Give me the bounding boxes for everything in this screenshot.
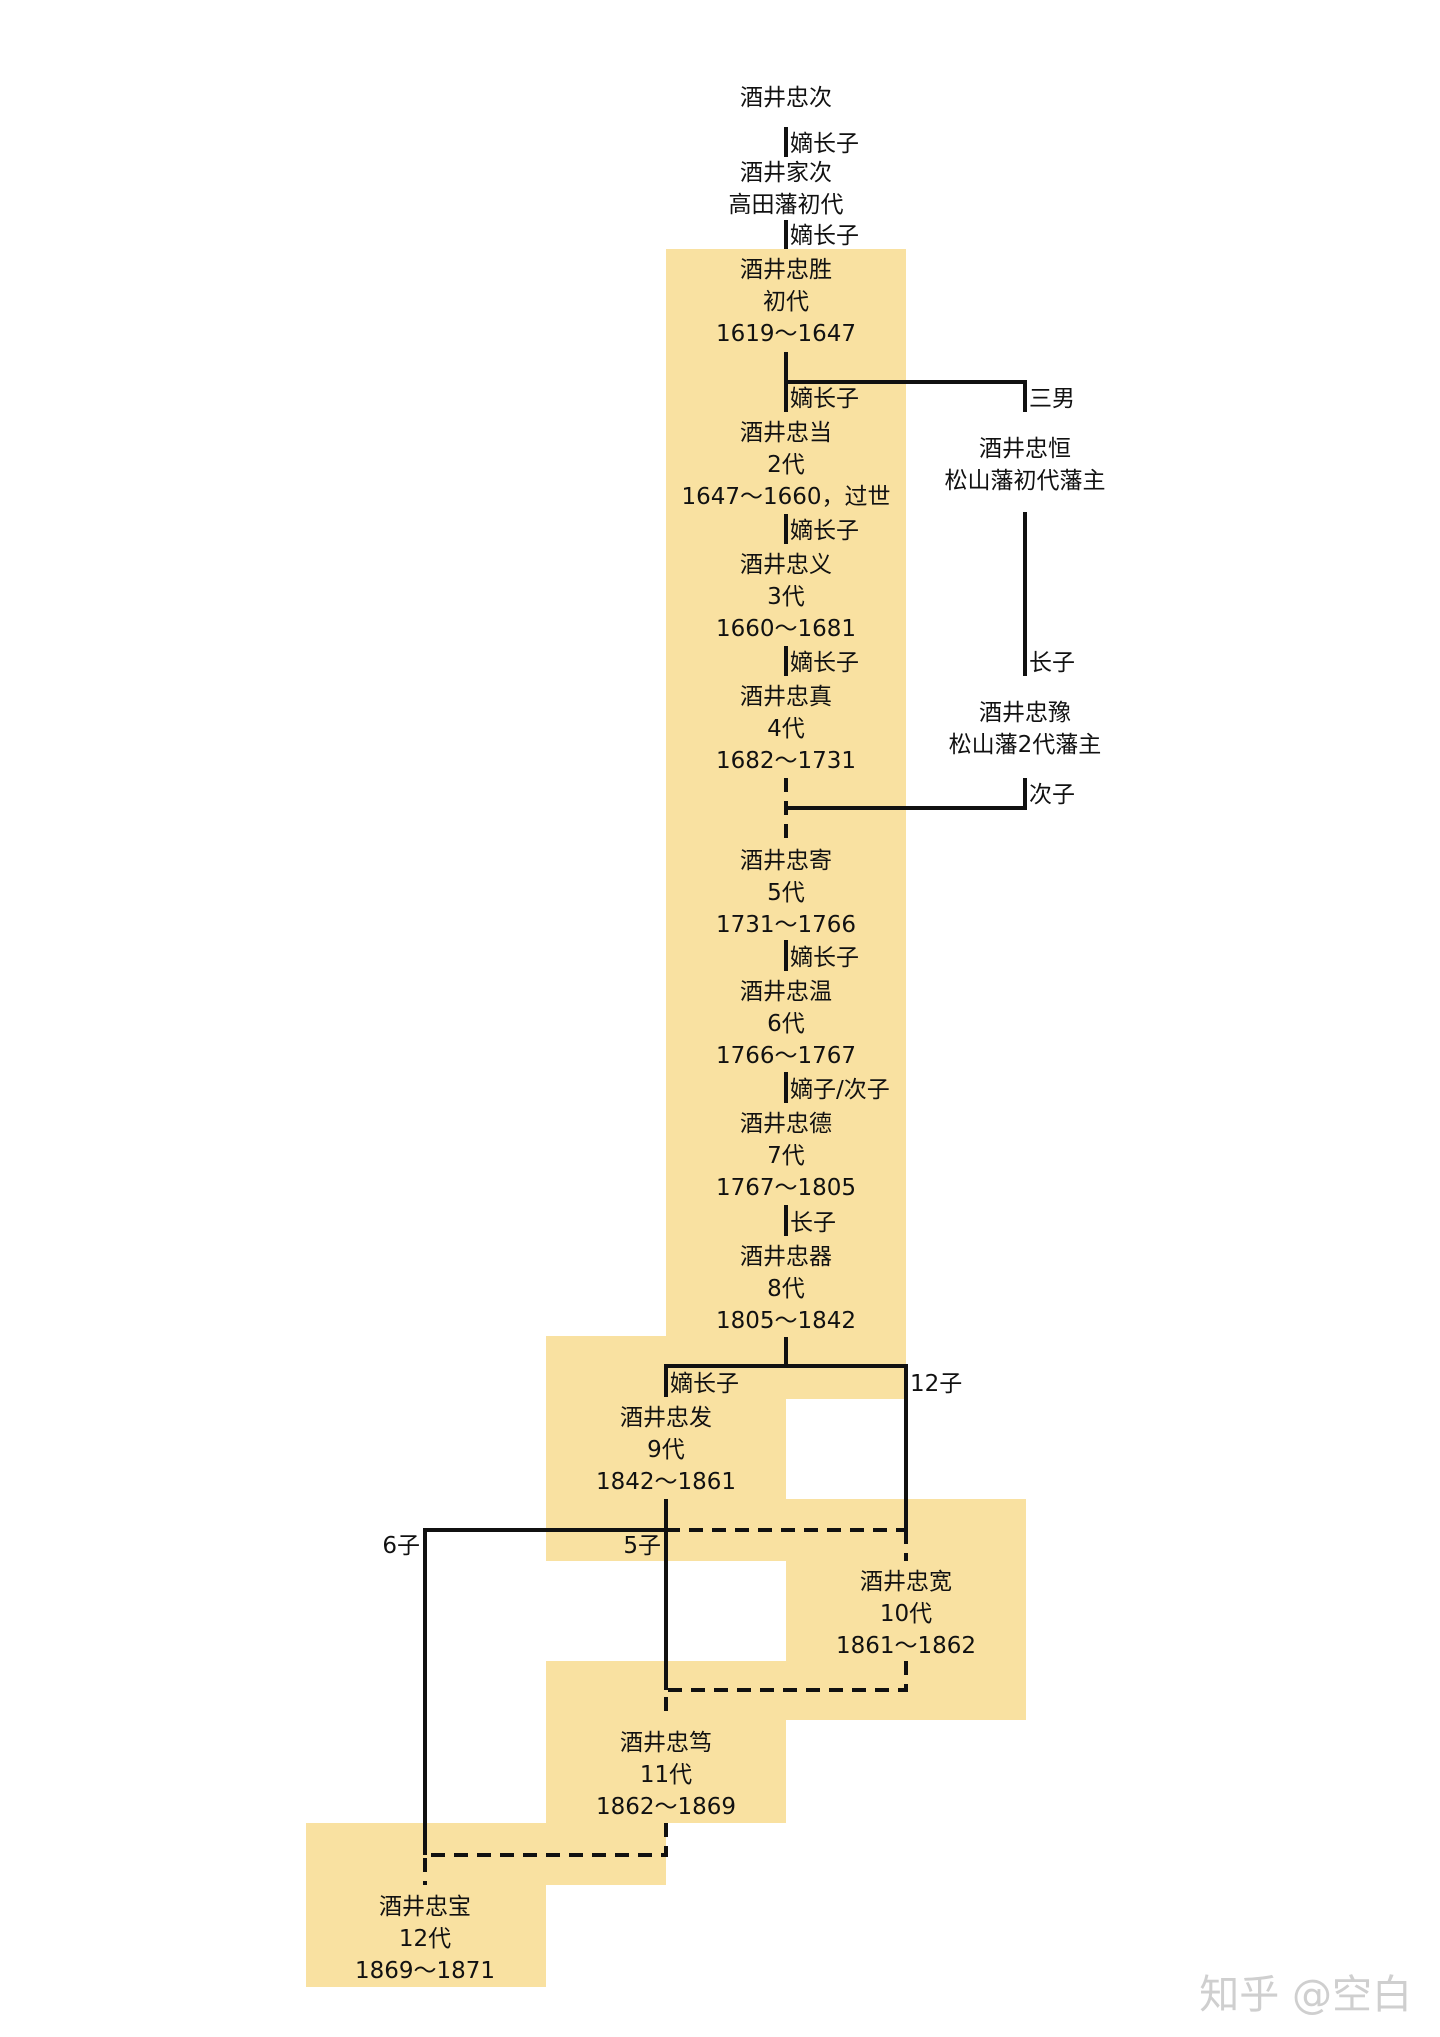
node-tadamasa-name: 酒井忠当 xyxy=(740,420,832,446)
highlight-main-column xyxy=(666,249,906,1336)
relation-label-r7: 嫡子/次子 xyxy=(790,1077,890,1103)
relation-label-twelfth-son: 12子 xyxy=(910,1371,962,1397)
node-tadazane-gen: 4代 xyxy=(767,716,805,742)
relation-label-sixth-son: 6子 xyxy=(382,1533,420,1559)
relation-label-r3: 嫡长子 xyxy=(790,386,859,412)
node-tadayoshi-name: 酒井忠义 xyxy=(740,552,832,578)
node-tadaatsu-gen: 6代 xyxy=(767,1011,805,1037)
node-ietsugu-name: 酒井家次 xyxy=(740,160,832,186)
relation-label-r5: 嫡长子 xyxy=(790,650,859,676)
node-tadazumi-name: 酒井忠笃 xyxy=(620,1730,712,1756)
node-tadayori-gen: 5代 xyxy=(767,880,805,906)
node-tadaaki-gen: 9代 xyxy=(647,1437,685,1463)
node-tadamichi-years: 1869～1871 xyxy=(355,1958,495,1984)
node-tadatsune-name: 酒井忠恒 xyxy=(979,436,1071,462)
relation-label-r9: 嫡长子 xyxy=(670,1371,739,1397)
connector-lines xyxy=(423,127,1027,1885)
highlight-block-9b xyxy=(546,1399,786,1499)
relation-label-third-son: 三男 xyxy=(1029,386,1075,412)
node-tadayori-name: 酒井忠寄 xyxy=(740,848,832,874)
node-tadakatsu-years: 1619～1647 xyxy=(716,321,856,347)
node-tadahiro-years: 1861～1862 xyxy=(836,1633,976,1659)
node-tadayasu-sub: 松山藩2代藩主 xyxy=(949,732,1102,758)
node-tadazumi-gen: 11代 xyxy=(640,1762,692,1788)
relation-label-r2: 嫡长子 xyxy=(790,223,859,249)
node-tadayori-years: 1731～1766 xyxy=(716,912,856,938)
node-tadayoshi-years: 1660～1681 xyxy=(716,616,856,642)
line-tadakata-branch xyxy=(664,1364,908,1530)
node-tadaari-years: 1767～1805 xyxy=(716,1175,856,1201)
relation-labels: 嫡长子 嫡长子 嫡长子 嫡长子 嫡长子 嫡长子 嫡子/次子 长子 嫡长子 三男 … xyxy=(670,131,1075,1397)
highlight-block-10a xyxy=(786,1561,1026,1661)
node-tadakata-name: 酒井忠器 xyxy=(740,1244,832,1270)
node-tadakatsu-gen: 初代 xyxy=(763,289,809,315)
node-tadaari-name: 酒井忠德 xyxy=(740,1111,832,1137)
node-tadaaki-name: 酒井忠发 xyxy=(620,1405,712,1431)
watermark-text: 知乎 @空白 xyxy=(1199,1972,1412,2018)
line-tadazumi-tadamichi-dashed xyxy=(423,1823,668,1885)
node-tadakata-gen: 8代 xyxy=(767,1276,805,1302)
highlight-block-11 xyxy=(546,1720,786,1823)
node-tadatsugu-name: 酒井忠次 xyxy=(740,85,832,111)
node-tadamasa-gen: 2代 xyxy=(767,452,805,478)
relation-label-r1: 嫡长子 xyxy=(790,131,859,157)
node-tadakata-years: 1805～1842 xyxy=(716,1308,856,1334)
node-tadazumi-years: 1862～1869 xyxy=(596,1794,736,1820)
relation-label-r8: 长子 xyxy=(790,1210,836,1236)
node-tadamasa-years: 1647～1660，过世 xyxy=(681,484,890,510)
relation-label-r6: 嫡长子 xyxy=(790,945,859,971)
relation-label-eldest: 长子 xyxy=(1029,650,1075,676)
node-tadamichi-name: 酒井忠宝 xyxy=(379,1894,471,1920)
node-tadaari-gen: 7代 xyxy=(767,1143,805,1169)
node-tadaatsu-name: 酒井忠温 xyxy=(740,979,832,1005)
node-tadahiro-gen: 10代 xyxy=(880,1601,932,1627)
line-tadaaki-tadamichi xyxy=(423,1528,666,1855)
relation-label-second-son: 次子 xyxy=(1029,782,1075,808)
node-tadatsune-sub: 松山藩初代藩主 xyxy=(945,468,1106,494)
node-tadazane-name: 酒井忠真 xyxy=(740,684,832,710)
node-tadayoshi-gen: 3代 xyxy=(767,584,805,610)
relation-labels-left: 5子 6子 xyxy=(382,1533,661,1559)
highlight-block-12b xyxy=(306,1885,546,1987)
line-tadayasu-tadayori xyxy=(786,778,1027,810)
person-nodes: 酒井忠次 酒井家次 高田藩初代 酒井忠胜 初代 1619～1647 酒井忠当 2… xyxy=(355,85,1106,1984)
node-tadahiro-name: 酒井忠宽 xyxy=(860,1569,952,1595)
relation-label-r4: 嫡长子 xyxy=(790,518,859,544)
node-tadaaki-years: 1842～1861 xyxy=(596,1469,736,1495)
line-tadakatsu-tadatsune xyxy=(786,380,1027,412)
node-ietsugu-sub: 高田藩初代 xyxy=(729,192,844,218)
node-tadayasu-name: 酒井忠豫 xyxy=(979,700,1071,726)
node-tadazane-years: 1682～1731 xyxy=(716,748,856,774)
node-tadaatsu-years: 1766～1767 xyxy=(716,1043,856,1069)
line-tadahiro-tadazumi-dashed xyxy=(664,1661,908,1720)
node-tadakatsu-name: 酒井忠胜 xyxy=(740,257,832,283)
highlight-region xyxy=(306,249,1026,1987)
relation-label-fifth-son: 5子 xyxy=(623,1533,661,1559)
node-tadamichi-gen: 12代 xyxy=(399,1926,451,1952)
